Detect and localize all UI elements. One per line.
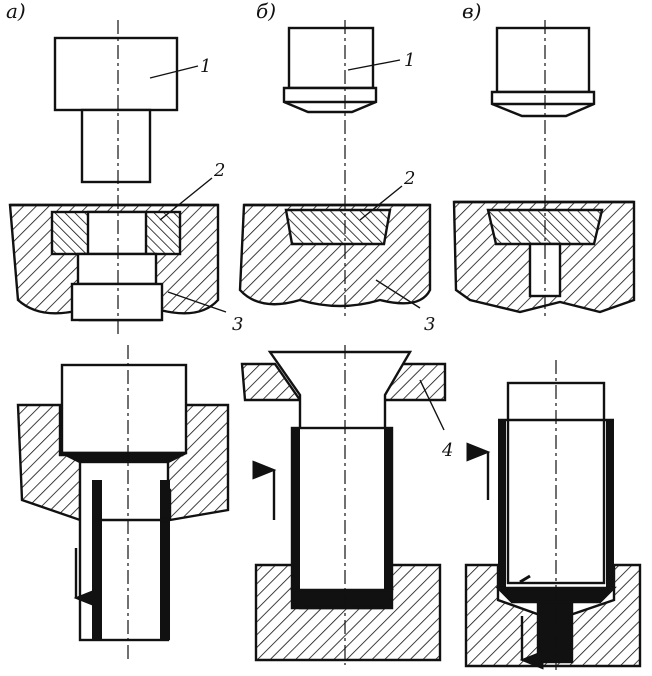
punch-a-shank [80, 108, 152, 184]
punch-c [495, 26, 591, 94]
blank-b [284, 208, 392, 246]
callout-blank-b: 2 [403, 168, 415, 189]
punch-a-lower [60, 363, 188, 455]
panel-b [238, 20, 447, 665]
die-b-bottom [254, 563, 442, 662]
panel-a [8, 20, 230, 660]
panel-label-b: б) [256, 0, 276, 23]
extruded-stem-c [536, 600, 574, 664]
panel-label-c: в) [462, 0, 481, 23]
callout-punch-b: 1 [404, 50, 415, 71]
punch-b [287, 26, 375, 90]
punch-a-head [53, 36, 179, 112]
callout-punch-a: 1 [200, 56, 211, 77]
callout-blank-a: 2 [213, 160, 225, 181]
panel-c [452, 20, 642, 670]
callout-ring-b: 4 [441, 440, 453, 461]
callout-die-a: 3 [232, 314, 243, 335]
panel-label-a: а) [6, 0, 26, 23]
callout-die-b: 3 [424, 314, 435, 335]
